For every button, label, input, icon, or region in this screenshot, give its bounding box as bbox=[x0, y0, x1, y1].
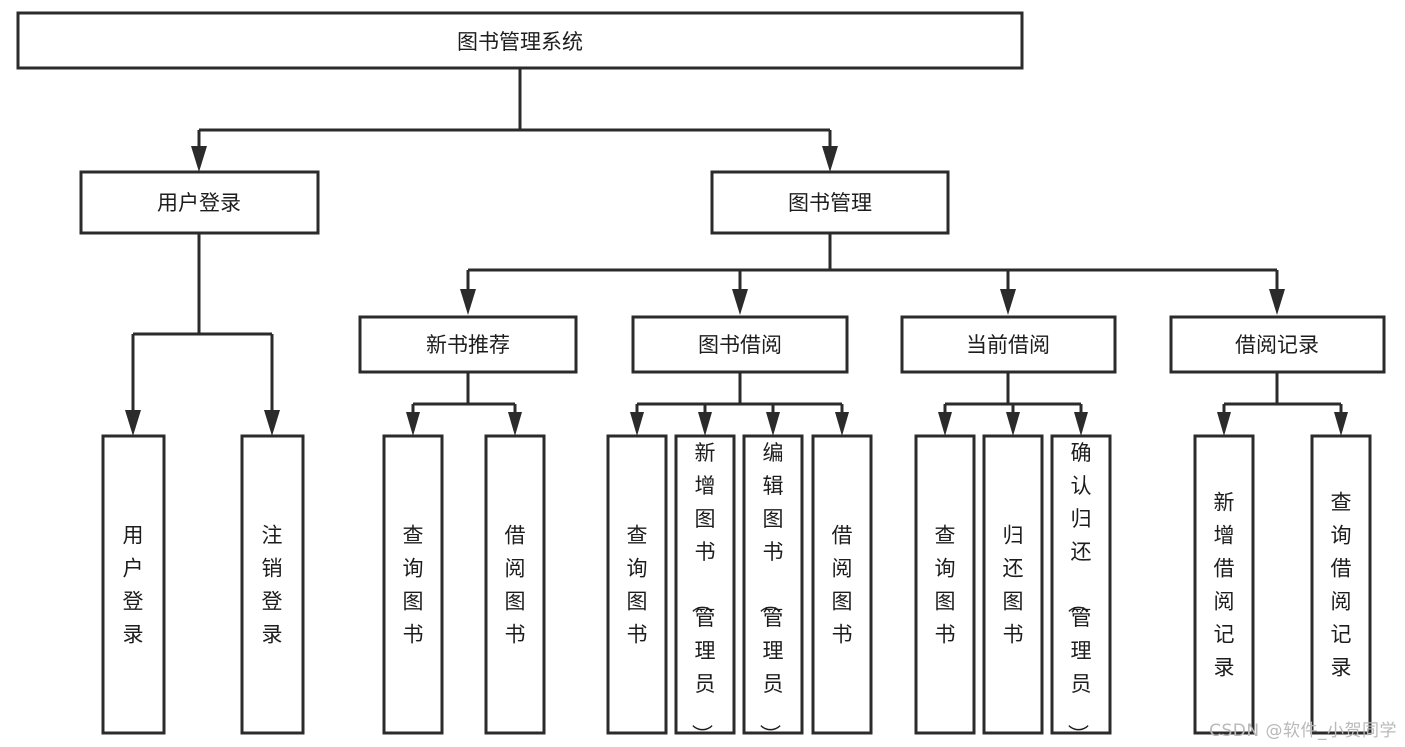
leaf-borrow-record-1[interactable]: 查询借阅记录 bbox=[1310, 434, 1372, 735]
arrowhead-user-login-leaf-0 bbox=[125, 410, 141, 436]
leaf-borrow-record-0[interactable]: 新增借阅记录 bbox=[1193, 434, 1255, 735]
arrowhead-new-book-leaf-0 bbox=[406, 412, 420, 436]
leaf-book-borrow-1[interactable]: 新增图书（管理员） bbox=[674, 434, 736, 745]
arrowhead-current-borrow-leaf-0 bbox=[938, 412, 952, 436]
node-new-book-recommend[interactable]: 新书推荐 bbox=[358, 315, 578, 374]
leaf-book-borrow-0-box[interactable] bbox=[606, 434, 668, 735]
leaf-book-borrow-1-label: 新增图书（管理员） bbox=[690, 441, 716, 745]
leaf-book-borrow-0-label: 查询图书 bbox=[627, 524, 648, 647]
arrowhead-new-book-leaf-1 bbox=[508, 412, 522, 436]
leaf-book-borrow-0[interactable]: 查询图书 bbox=[606, 434, 668, 735]
leaf-book-borrow-3-box[interactable] bbox=[811, 434, 873, 735]
node-book-manage-label: 图书管理 bbox=[788, 191, 872, 215]
node-root-box[interactable] bbox=[16, 11, 1024, 70]
node-user-login[interactable]: 用户登录 bbox=[79, 170, 320, 235]
node-current-borrow-box[interactable] bbox=[900, 315, 1117, 374]
leaf-current-borrow-1-label: 归还图书 bbox=[1003, 524, 1024, 647]
arrowhead-borrow-record bbox=[1269, 289, 1285, 315]
leaf-borrow-record-1-label: 查询借阅记录 bbox=[1331, 491, 1352, 680]
node-borrow-record[interactable]: 借阅记录 bbox=[1169, 315, 1386, 374]
leaf-user-login-1-label: 注销登录 bbox=[262, 524, 283, 647]
leaf-borrow-record-1-box[interactable] bbox=[1310, 434, 1372, 735]
node-book-manage-box[interactable] bbox=[710, 170, 950, 235]
arrowhead-new-book bbox=[460, 289, 476, 315]
node-borrow-record-label: 借阅记录 bbox=[1235, 333, 1319, 357]
node-book-borrow[interactable]: 图书借阅 bbox=[631, 315, 849, 374]
leaf-user-login-1[interactable]: 注销登录 bbox=[240, 434, 305, 735]
arrowhead-book-borrow-leaf-0 bbox=[630, 412, 644, 436]
arrowhead-borrow-record-leaf-0 bbox=[1217, 412, 1231, 436]
leaf-user-login-0[interactable]: 用户登录 bbox=[101, 434, 166, 735]
node-user-login-box[interactable] bbox=[79, 170, 320, 235]
leaf-user-login-1-box[interactable] bbox=[240, 434, 305, 735]
arrowhead-book-manage bbox=[822, 146, 838, 172]
node-root-label: 图书管理系统 bbox=[457, 30, 583, 54]
node-book-borrow-box[interactable] bbox=[631, 315, 849, 374]
leaf-book-borrow-3-label: 借阅图书 bbox=[832, 524, 853, 647]
node-current-borrow[interactable]: 当前借阅 bbox=[900, 315, 1117, 374]
arrowhead-current-borrow-leaf-1 bbox=[1006, 412, 1020, 436]
leaf-current-borrow-0[interactable]: 查询图书 bbox=[914, 434, 976, 735]
arrowhead-book-borrow-leaf-3 bbox=[835, 412, 849, 436]
arrowhead-current-borrow bbox=[1000, 289, 1016, 315]
node-new-book-recommend-label: 新书推荐 bbox=[426, 333, 510, 357]
leaf-current-borrow-1[interactable]: 归还图书 bbox=[982, 434, 1044, 735]
leaf-current-borrow-0-box[interactable] bbox=[914, 434, 976, 735]
leaf-book-borrow-1-box[interactable] bbox=[674, 434, 736, 735]
arrowhead-book-borrow bbox=[732, 289, 748, 315]
leaf-user-login-0-label: 用户登录 bbox=[123, 524, 144, 647]
leaf-new-book-1[interactable]: 借阅图书 bbox=[484, 434, 546, 735]
leaf-new-book-0-label: 查询图书 bbox=[403, 524, 424, 647]
node-user-login-label: 用户登录 bbox=[157, 191, 241, 215]
leaf-book-borrow-2[interactable]: 编辑图书（管理员） bbox=[742, 434, 804, 745]
leaf-new-book-1-label: 借阅图书 bbox=[505, 524, 526, 647]
leaf-current-borrow-2[interactable]: 确认归还（管理员） bbox=[1050, 434, 1112, 745]
leaf-new-book-0-box[interactable] bbox=[382, 434, 444, 735]
node-new-book-recommend-box[interactable] bbox=[358, 315, 578, 374]
arrowhead-layer bbox=[125, 146, 1348, 436]
leaf-book-borrow-2-label: 编辑图书（管理员） bbox=[758, 441, 784, 745]
leaf-current-borrow-1-box[interactable] bbox=[982, 434, 1044, 735]
node-root[interactable]: 图书管理系统 bbox=[16, 11, 1024, 70]
node-current-borrow-label: 当前借阅 bbox=[966, 333, 1050, 357]
leaf-current-borrow-0-label: 查询图书 bbox=[935, 524, 956, 647]
arrowhead-book-borrow-leaf-1 bbox=[698, 412, 712, 436]
arrowhead-borrow-record-leaf-1 bbox=[1334, 412, 1348, 436]
node-book-manage[interactable]: 图书管理 bbox=[710, 170, 950, 235]
arrowhead-current-borrow-leaf-2 bbox=[1074, 412, 1088, 436]
leaf-current-borrow-2-label: 确认归还（管理员） bbox=[1066, 441, 1092, 745]
leaf-book-borrow-3[interactable]: 借阅图书 bbox=[811, 434, 873, 735]
arrowhead-user-login-leaf-1 bbox=[264, 410, 280, 436]
node-borrow-record-box[interactable] bbox=[1169, 315, 1386, 374]
leaf-borrow-record-0-label: 新增借阅记录 bbox=[1214, 491, 1235, 680]
arrowhead-book-borrow-leaf-2 bbox=[766, 412, 780, 436]
leaf-book-borrow-2-box[interactable] bbox=[742, 434, 804, 735]
leaf-borrow-record-0-box[interactable] bbox=[1193, 434, 1255, 735]
leaf-new-book-1-box[interactable] bbox=[484, 434, 546, 735]
leaf-current-borrow-2-box[interactable] bbox=[1050, 434, 1112, 735]
leaf-new-book-0[interactable]: 查询图书 bbox=[382, 434, 444, 735]
arrowhead-user-login bbox=[191, 146, 207, 172]
node-book-borrow-label: 图书借阅 bbox=[698, 333, 782, 357]
connector-layer bbox=[131, 68, 1343, 412]
leaf-user-login-0-box[interactable] bbox=[101, 434, 166, 735]
